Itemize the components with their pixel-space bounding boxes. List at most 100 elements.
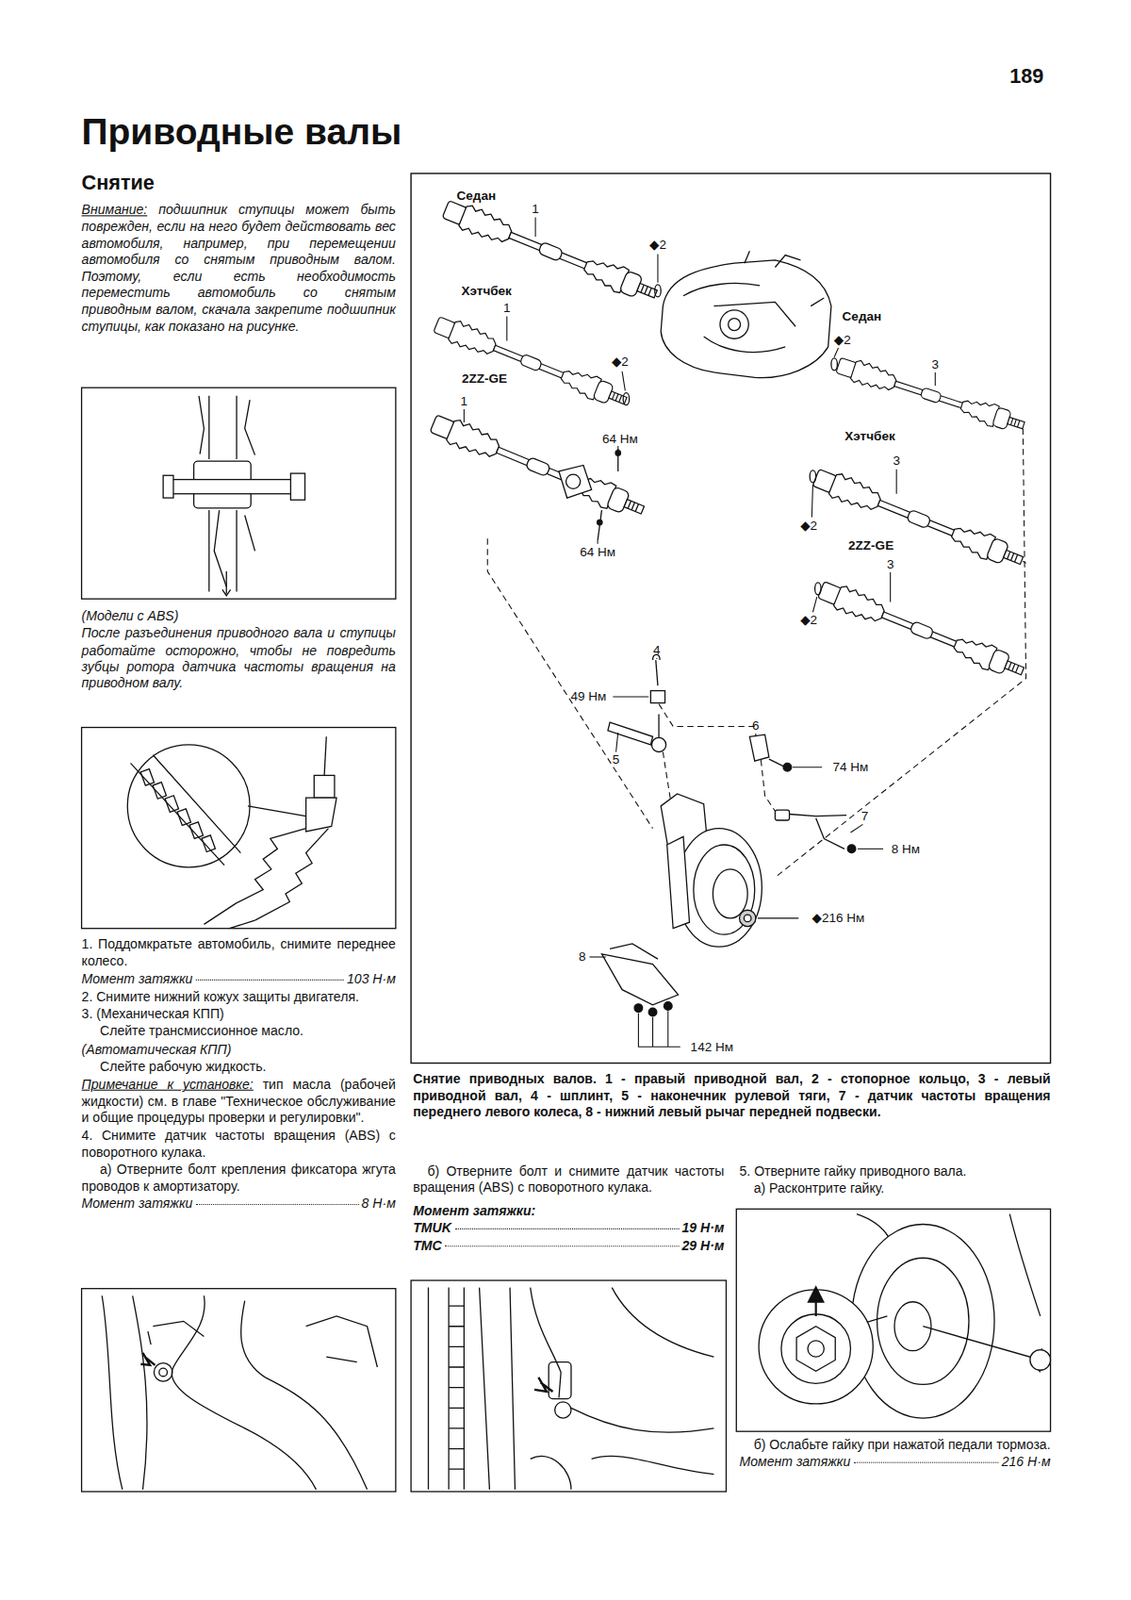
callout-number: 3 [892, 454, 901, 469]
step-text: б) Ослабьте гайку при нажатой педали тор… [739, 1436, 1051, 1454]
figure-label: Хэтчбек [460, 283, 511, 298]
step-text: 5. Отверните гайку приводного вала. [739, 1163, 1051, 1181]
note-heading: (Модели с ABS) [81, 607, 396, 625]
figure-label: Хэтчбек [844, 429, 895, 444]
figure-label-holder: 5 [612, 753, 621, 768]
cotter-pin-nut [650, 654, 665, 703]
figure-label-holder: Хэтчбек [460, 283, 511, 298]
figure-frame [410, 173, 1050, 1064]
text-paragraph: Примечание к установке: тип масла (рабоч… [81, 1076, 396, 1127]
text-paragraph: Внимание: подшипник ступицы может быть п… [81, 201, 396, 335]
dashed-assembly-lines [487, 427, 1026, 877]
figure-label: 2ZZ-GE [848, 538, 894, 553]
text-column: 189 [1009, 63, 1082, 89]
leader-lines [463, 216, 935, 1047]
figure-label-holder: 2ZZ-GE [848, 538, 894, 553]
torque-row: Момент затяжки103 Н·м [81, 970, 396, 988]
torque-row: TMUK19 Н·м [412, 1219, 724, 1237]
torque-heading: Момент затяжки: [412, 1201, 724, 1219]
dot-leader [196, 978, 345, 980]
torque-label: TMUK [412, 1219, 452, 1237]
figure-label-holder: 2ZZ-GE [461, 371, 508, 386]
figure-label: ◆216 Нм [812, 910, 866, 925]
callout-number: 7 [861, 808, 869, 823]
torque-value: 8 Н·м [361, 1196, 396, 1213]
figure-label-holder: 49 Нм [570, 688, 607, 704]
callout-number: 1 [503, 300, 511, 315]
step-text: 4. Снимите датчик частоты вращения (ABS)… [81, 1127, 396, 1161]
figure-label-holder: 64 Нм [602, 431, 639, 446]
figure-label: 49 Нм [570, 688, 607, 704]
figure-label-holder: 3 [892, 454, 901, 469]
figure-label-holder: 1 [531, 201, 540, 216]
harness-illustration [81, 1288, 396, 1492]
callout-number: 4 [653, 642, 661, 657]
callout-number: 1 [460, 393, 469, 409]
text-column: 1. Поддомкратьте автомобиль, снимите пер… [81, 935, 396, 1213]
torque-label: TMC [412, 1237, 442, 1255]
hub-nut-illustration [736, 1208, 1050, 1431]
figure-label-holder: 8 [578, 949, 587, 964]
text-column: СнятиеВнимание: подшипник ступицы может … [81, 169, 396, 337]
page-title: Приводные валы [81, 110, 654, 153]
callout-number: 5 [612, 753, 621, 768]
torque-label: Момент затяжки [739, 1453, 852, 1471]
figure-label-holder: 6 [752, 718, 760, 733]
torque-row: Момент затяжки216 Н·м [739, 1453, 1051, 1471]
step-text: (Автоматическая КПП) [81, 1041, 396, 1059]
hub-illustration [81, 387, 396, 599]
sensor-rotor-illustration [81, 727, 396, 929]
step-text: Слейте трансмиссионное масло. [99, 1023, 396, 1041]
figure-label-holder: ◆2 [611, 355, 629, 370]
torque-value: 29 Н·м [681, 1237, 724, 1255]
figure-label-holder: Седан [457, 188, 497, 203]
figure-label: ◆2 [649, 237, 667, 252]
figure-label-holder: Хэтчбек [844, 429, 895, 444]
figure-label: 74 Нм [833, 759, 869, 774]
figure-label-holder: 74 Нм [833, 759, 869, 774]
abs-sensor [774, 809, 855, 853]
dot-leader [454, 1228, 679, 1230]
transaxle-housing [660, 250, 832, 377]
drive-shafts [428, 196, 1028, 684]
note-text: После разъединения приводного вала и сту… [81, 625, 396, 693]
text-column: б) Ослабьте гайку при нажатой педали тор… [739, 1436, 1051, 1472]
page-number: 189 [1009, 63, 1082, 88]
text-column: Снятие приводных валов. 1 - правый приво… [412, 1070, 1050, 1121]
lower-arm [601, 943, 678, 1017]
figure-label: 64 Нм [602, 431, 639, 446]
section-heading: Снятие [81, 169, 396, 197]
text-column: 5. Отверните гайку приводного вала.а) Ра… [739, 1163, 1051, 1198]
text-column: б) Отверните болт и снимите датчик часто… [412, 1163, 724, 1256]
torque-value: 103 Н·м [346, 970, 396, 988]
dot-leader [444, 1245, 679, 1246]
callout-number: 3 [886, 557, 895, 572]
torque-row: TMC 29 Н·м [412, 1237, 724, 1255]
tie-rod-end [607, 713, 667, 752]
figure-label: 2ZZ-GE [461, 371, 508, 386]
figure-label: Седан [842, 309, 883, 324]
torque-label: Момент затяжки [81, 1196, 194, 1213]
step-text: 3. (Механическая КПП) [81, 1005, 396, 1023]
figure-label-holder: 1 [503, 300, 511, 315]
figure-label: 64 Нм [579, 544, 616, 559]
figure-label-holder: ◆2 [834, 332, 852, 347]
figure-label-holder: 3 [932, 357, 940, 372]
figure-label: 142 Нм [690, 1039, 734, 1054]
figure-label-holder: ◆2 [800, 518, 818, 533]
callout-number: 6 [752, 718, 760, 733]
bracket-part-6 [749, 734, 791, 771]
dot-leader [853, 1461, 1000, 1463]
figure-label-holder: Седан [842, 309, 883, 324]
torque-row: Момент затяжки 8 Н·м [81, 1196, 396, 1213]
figure-label-holder: 7 [861, 808, 869, 823]
sensor-bolt-illustration [410, 1279, 726, 1492]
figure-label-holder: ◆2 [800, 612, 818, 627]
figure-label-holder: 64 Нм [579, 544, 616, 559]
figure-label: Седан [457, 188, 497, 203]
text-column: Приводные валы [81, 110, 654, 155]
step-text: б) Отверните болт и снимите датчик часто… [412, 1163, 724, 1197]
figure-label: ◆2 [834, 332, 852, 347]
step-text: а) Отверните болт крепления фиксатора жг… [81, 1161, 396, 1195]
